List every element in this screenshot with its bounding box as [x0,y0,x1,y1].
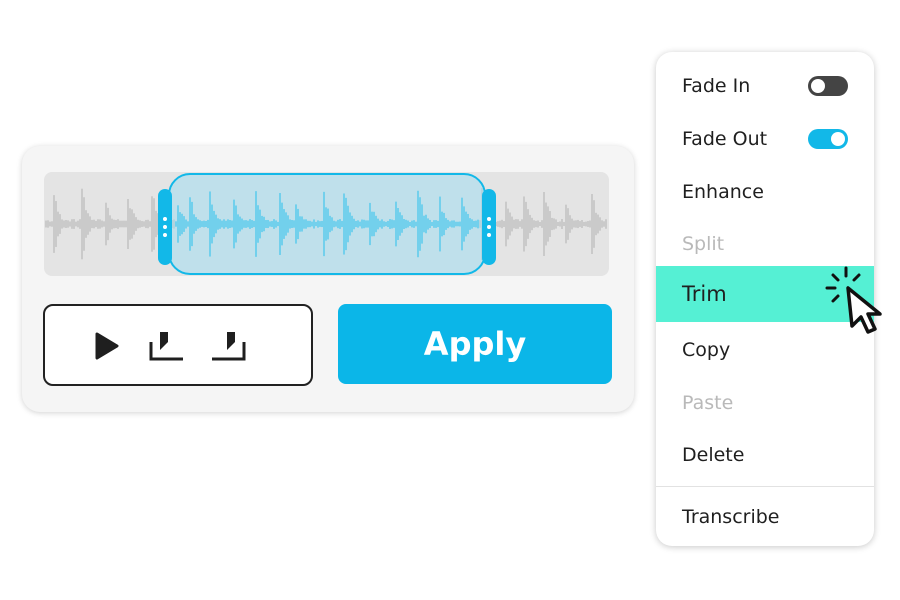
playback-controls [43,304,313,386]
mouse-cursor [822,264,900,344]
menu-item-label: Fade In [682,75,751,97]
menu-item-fade-out[interactable]: Fade Out [656,113,874,165]
menu-item-fade-in[interactable]: Fade In [656,60,874,112]
play-button[interactable] [89,330,125,362]
waveform-track[interactable] [44,172,609,276]
menu-item-trim[interactable]: Trim [656,266,874,322]
trim-selection[interactable] [158,173,496,275]
mark-out-button[interactable] [210,330,246,362]
menu-item-label: Paste [682,392,734,414]
menu-item-label: Fade Out [682,128,768,150]
menu-item-paste: Paste [656,377,874,429]
menu-item-label: Copy [682,339,731,361]
menu-item-copy[interactable]: Copy [656,324,874,376]
play-icon [95,332,119,360]
mark-out-icon [212,332,246,361]
mark-in-icon [149,332,183,361]
menu-item-transcribe[interactable]: Transcribe [656,491,874,543]
menu-item-label: Trim [682,282,727,306]
menu-item-label: Delete [682,444,745,466]
fade-in-toggle[interactable] [808,76,848,96]
menu-item-split: Split [656,218,874,270]
selection-end-handle[interactable] [482,189,496,265]
menu-item-delete[interactable]: Delete [656,429,874,481]
context-menu: Fade In Fade Out Enhance Split Trim Copy… [656,52,874,546]
selection-start-handle[interactable] [158,189,172,265]
fade-out-toggle[interactable] [808,129,848,149]
menu-item-enhance[interactable]: Enhance [656,166,874,218]
menu-item-label: Enhance [682,181,764,203]
pointer-click-icon [825,266,882,334]
mark-in-button[interactable] [149,330,185,362]
menu-divider [656,486,874,487]
menu-item-label: Split [682,233,725,255]
audio-editor-card: Apply [22,146,634,412]
apply-button[interactable]: Apply [338,304,612,384]
menu-item-label: Transcribe [682,506,780,528]
